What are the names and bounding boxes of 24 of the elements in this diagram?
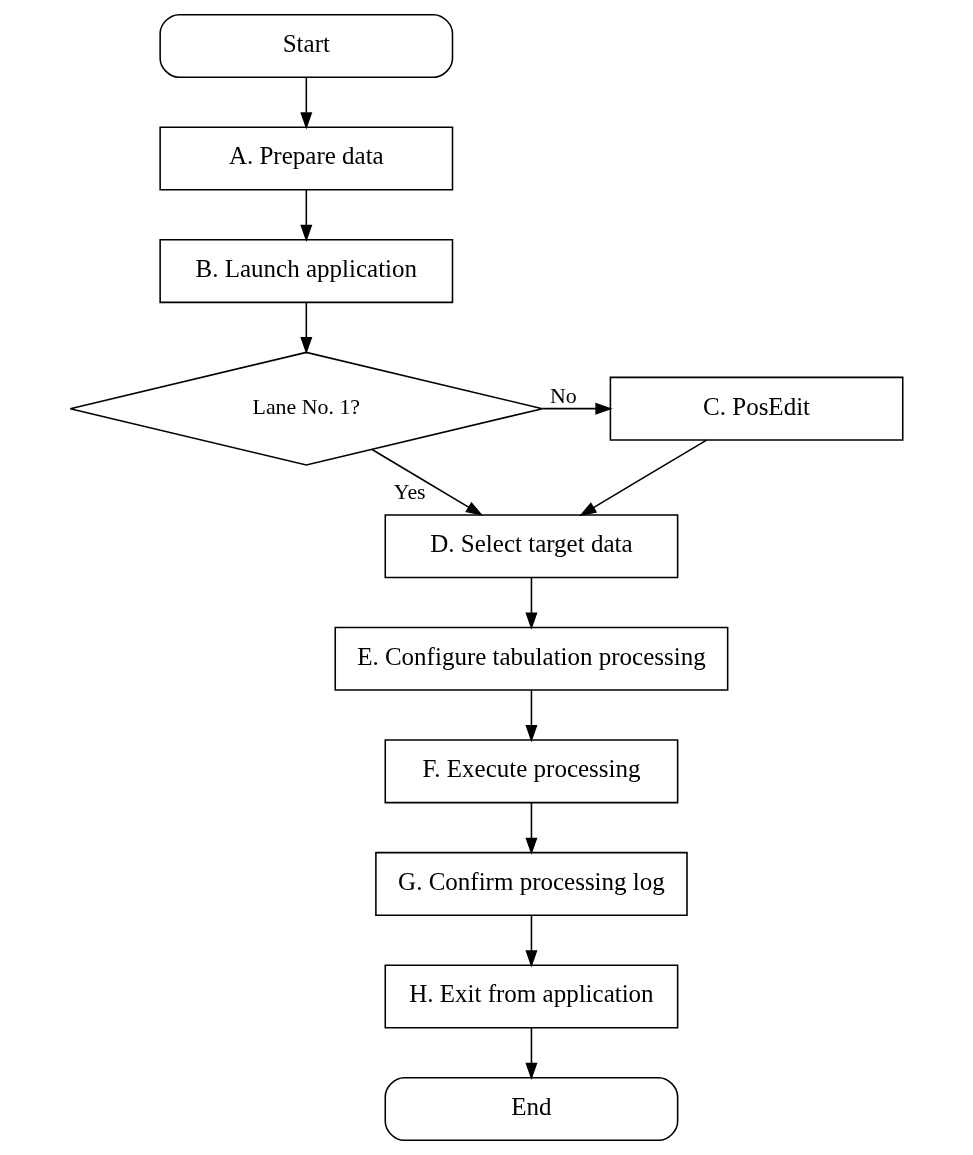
node-box: B. Launch application	[159, 239, 454, 304]
arrow	[541, 402, 613, 415]
node-box: C. PosEdit	[609, 376, 904, 441]
arrow	[525, 1027, 538, 1080]
arrow	[371, 448, 484, 516]
node-box: E. Configure tabulation processing	[334, 626, 729, 691]
node-box: G. Confirm processing log	[375, 851, 688, 916]
node-box: H. Exit from application	[384, 964, 679, 1029]
arrow	[525, 802, 538, 855]
node-box: D. Select target data	[384, 514, 679, 579]
arrow	[300, 189, 313, 243]
arrow	[525, 576, 538, 630]
node-box: Start	[159, 13, 454, 78]
node-box: A. Prepare data	[159, 126, 454, 191]
node-box: End	[384, 1077, 679, 1142]
arrow	[579, 439, 708, 517]
arrow	[525, 689, 538, 743]
edge-label: No	[550, 383, 577, 408]
node-box: F. Execute processing	[384, 739, 679, 804]
arrow	[300, 76, 313, 130]
arrow	[525, 914, 538, 968]
node-diamond: Lane No. 1?	[69, 351, 544, 466]
arrow	[300, 301, 313, 355]
edge-label: Yes	[393, 480, 426, 505]
